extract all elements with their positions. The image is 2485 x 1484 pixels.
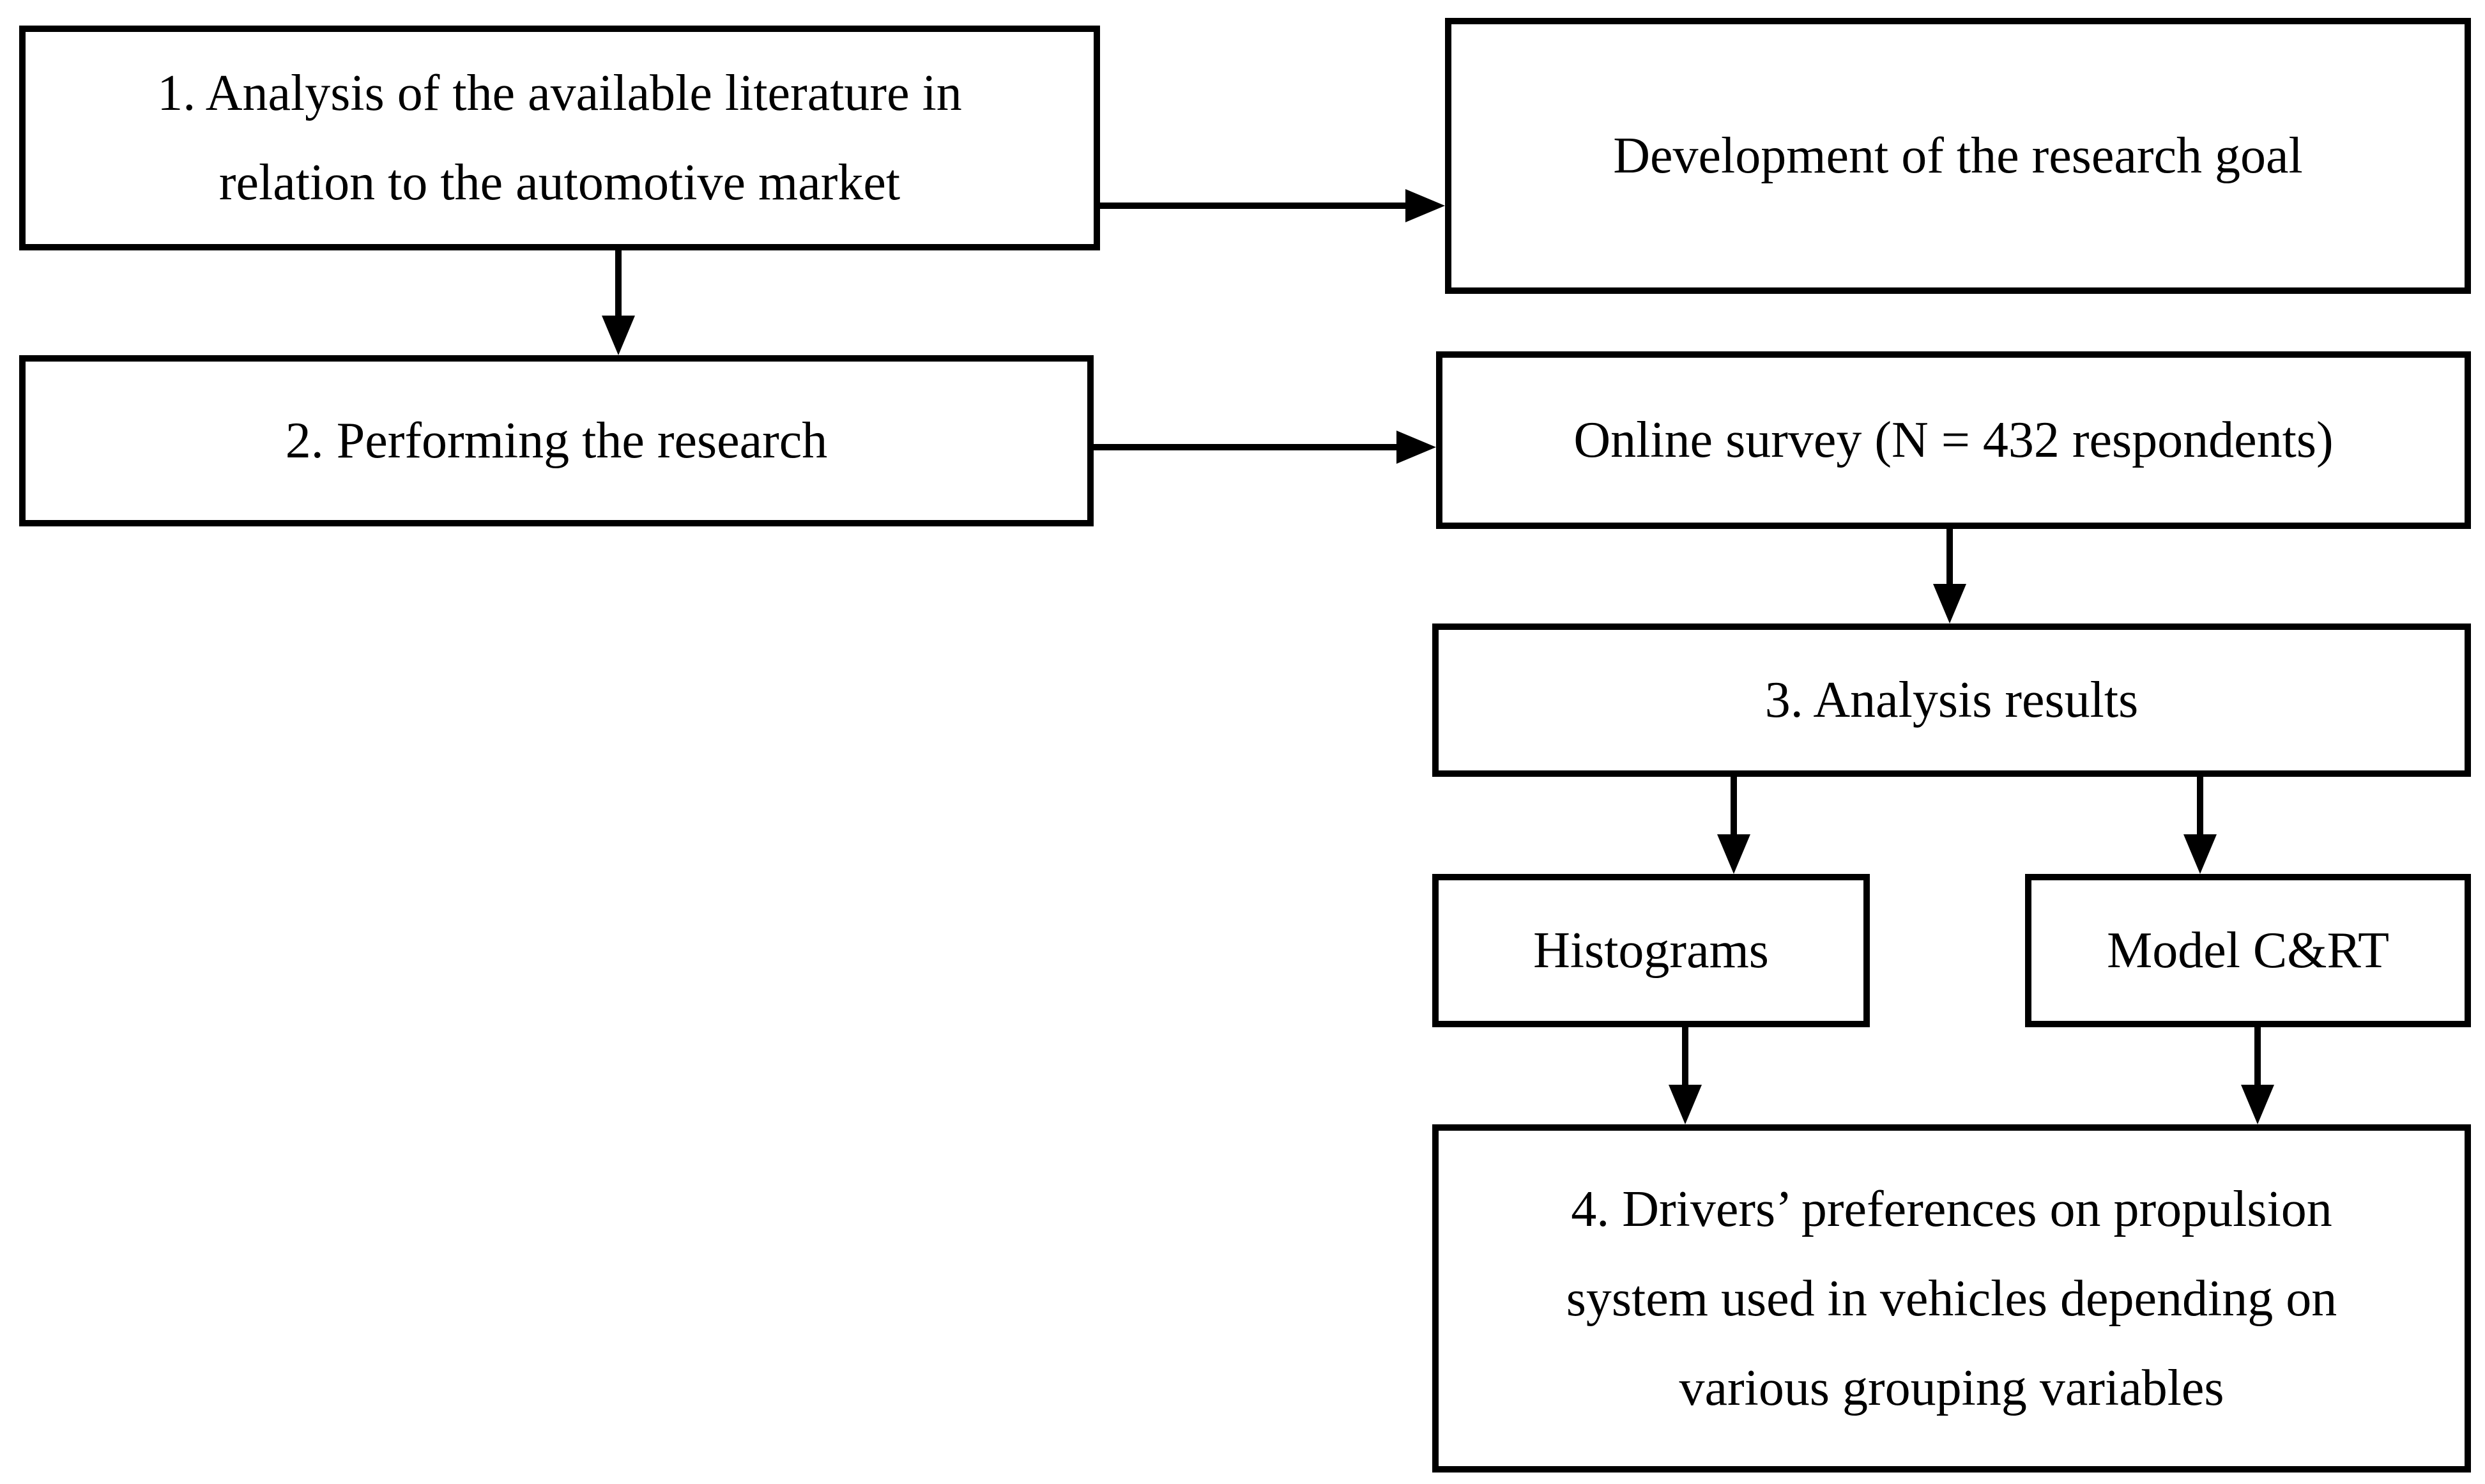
arrow-head-results-to-modelcrt: [2183, 834, 2217, 874]
flow-box-performing-research: 2. Performing the research: [19, 355, 1094, 526]
arrow-line-histograms-to-preferences: [1682, 1027, 1688, 1089]
arrow-head-literature-to-goal: [1405, 189, 1445, 222]
box-text-line: Histograms: [1533, 922, 1769, 979]
box-text-line: various grouping variables: [1679, 1359, 2224, 1416]
flow-box-histograms: Histograms: [1432, 874, 1870, 1027]
arrow-head-literature-to-performing: [602, 316, 635, 355]
flow-box-drivers-preferences: 4. Drivers’ preferences on propulsion sy…: [1432, 1124, 2471, 1473]
flow-box-literature-analysis: 1. Analysis of the available literature …: [19, 26, 1100, 250]
arrow-line-results-to-histograms: [1731, 777, 1737, 838]
flow-box-online-survey: Online survey (N = 432 respondents): [1436, 351, 2471, 529]
arrow-line-modelcrt-to-preferences: [2254, 1027, 2261, 1089]
box-text-line: 4. Drivers’ preferences on propulsion: [1571, 1181, 2332, 1237]
arrow-line-results-to-modelcrt: [2197, 777, 2203, 838]
box-text-line: relation to the automotive market: [218, 155, 901, 211]
flow-box-model-crt: Model C&RT: [2025, 874, 2471, 1027]
box-text-line: 2. Performing the research: [285, 413, 828, 469]
arrow-head-modelcrt-to-preferences: [2241, 1085, 2274, 1124]
arrow-line-literature-to-goal: [1100, 203, 1409, 209]
arrow-line-literature-to-performing: [615, 250, 622, 319]
arrow-head-performing-to-survey: [1396, 431, 1436, 464]
flow-box-analysis-results: 3. Analysis results: [1432, 623, 2471, 777]
box-text-line: Model C&RT: [2107, 922, 2389, 979]
arrow-head-results-to-histograms: [1717, 834, 1750, 874]
box-text-line: system used in vehicles depending on: [1566, 1270, 2337, 1327]
box-text-line: 1. Analysis of the available literature …: [157, 65, 962, 121]
box-text-line: Online survey (N = 432 respondents): [1573, 412, 2334, 468]
box-text-line: Development of the research goal: [1613, 128, 2303, 184]
flow-box-research-goal: Development of the research goal: [1445, 18, 2471, 294]
box-text-line: 3. Analysis results: [1764, 672, 2139, 728]
arrow-line-performing-to-survey: [1094, 444, 1400, 450]
arrow-head-survey-to-results: [1933, 584, 1966, 623]
arrow-head-histograms-to-preferences: [1669, 1085, 1702, 1124]
arrow-line-survey-to-results: [1946, 529, 1953, 588]
